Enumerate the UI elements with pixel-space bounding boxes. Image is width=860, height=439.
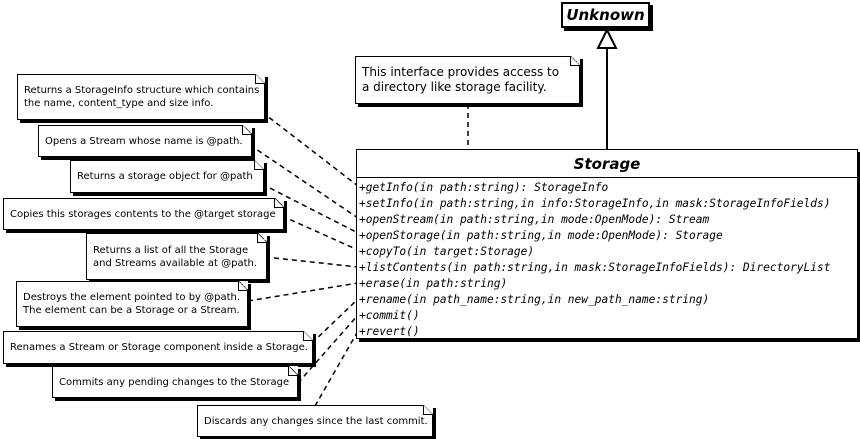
anchor-get-info [261, 111, 359, 187]
operation-item: +commit() [359, 309, 420, 322]
inheritance-arrowhead [596, 27, 618, 49]
class-unknown: Unknown [561, 2, 650, 28]
operation-item: +openStream(in path:string,in mode:OpenM… [359, 213, 710, 226]
note-copy-to: Copies this storages contents to the @ta… [3, 198, 284, 230]
class-storage-name: Storage [357, 150, 857, 178]
operation-item: +copyTo(in target:Storage) [359, 245, 535, 258]
note-list-contents: Returns a list of all the Storage and St… [86, 233, 267, 280]
operation-item: +revert() [359, 325, 420, 338]
anchor-erase [247, 282, 359, 302]
note-open-storage: Returns a storage object for @path [70, 160, 264, 193]
operation-item: +rename(in path_name:string,in new_path_… [359, 293, 710, 306]
operation-item: +listContents(in path:string,in mask:Sto… [359, 261, 831, 274]
anchor-open-stream [249, 144, 359, 219]
anchor-copy-to [281, 215, 359, 251]
class-storage: Storage +getInfo(in path:string): Storag… [356, 149, 858, 339]
operation-item: +openStorage(in path:string,in mode:Open… [359, 229, 723, 242]
note-get-info: Returns a StorageInfo structure which co… [17, 74, 265, 120]
operations-list: +getInfo(in path:string): StorageInfo +se… [357, 178, 857, 340]
anchor-list-contents [264, 256, 359, 268]
anchor-revert [314, 330, 359, 407]
note-revert: Discards any changes since the last comm… [197, 405, 433, 437]
class-unknown-name: Unknown [566, 6, 645, 24]
anchor-commit [297, 314, 359, 384]
note-interface: This interface provides access to a dire… [355, 56, 580, 104]
operation-item: +erase(in path:string) [359, 277, 508, 290]
operation-item: +getInfo(in path:string): StorageInfo [359, 181, 609, 194]
note-commit: Commits any pending changes to the Stora… [52, 366, 298, 398]
note-erase: Destroys the element pointed to by @path… [16, 281, 248, 327]
note-rename: Renames a Stream or Storage component in… [3, 331, 313, 364]
anchor-rename [311, 298, 359, 344]
operation-item: +setInfo(in path:string,in info:StorageI… [359, 197, 831, 210]
note-open-stream: Opens a Stream whose name is @path. [38, 125, 252, 157]
